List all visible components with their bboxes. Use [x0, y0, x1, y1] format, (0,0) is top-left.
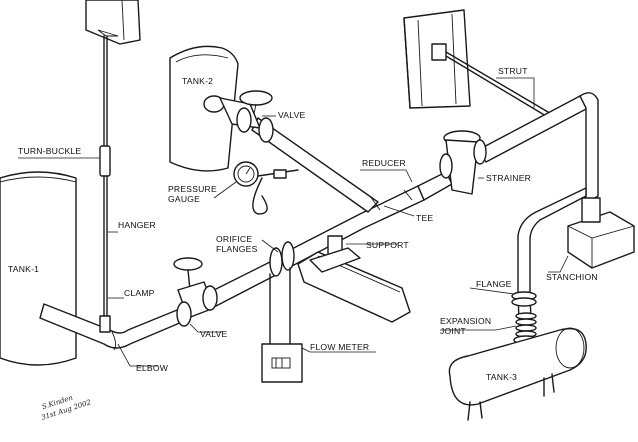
label-expansion-joint-2: JOINT [440, 326, 466, 336]
label-clamp: CLAMP [124, 288, 155, 298]
label-hanger: HANGER [118, 220, 156, 230]
label-flow-meter: FLOW METER [310, 342, 369, 352]
label-turn-buckle: TURN-BUCKLE [18, 146, 81, 156]
label-orifice-flanges-1: ORIFICE [216, 234, 252, 244]
label-tee: TEE [416, 213, 433, 223]
label-tank-3: TANK-3 [486, 372, 517, 382]
label-pressure-gauge-1: PRESSURE [168, 184, 217, 194]
flow-meter [261, 343, 303, 383]
clamp [99, 315, 111, 333]
turn-buckle-body [99, 145, 111, 177]
strainer [439, 130, 487, 195]
support-beam [297, 235, 411, 323]
label-tank-1: TANK-1 [8, 264, 39, 274]
flange [511, 291, 537, 307]
valve-lower [173, 257, 218, 327]
strut-bracket [431, 43, 447, 61]
building-column [403, 9, 471, 109]
valve-upper [203, 90, 274, 143]
label-pressure-gauge-2: GAUGE [168, 194, 200, 204]
tank-3 [448, 327, 587, 421]
label-orifice-flanges-2: FLANGES [216, 244, 258, 254]
label-expansion-joint-1: EXPANSION [440, 316, 491, 326]
signature: S.Kinden 31st Aug 2002 [40, 394, 92, 422]
label-strut: STRUT [498, 66, 528, 76]
label-valve-lower: VALVE [200, 329, 227, 339]
handwheel-upper [239, 90, 273, 106]
label-reducer: REDUCER [362, 158, 406, 168]
label-stanchion: STANCHION [546, 272, 598, 282]
label-flange: FLANGE [476, 279, 512, 289]
label-tank-2: TANK-2 [182, 76, 213, 86]
label-strainer: STRAINER [486, 173, 531, 183]
label-support: SUPPORT [366, 240, 409, 250]
stanchion [567, 197, 635, 269]
label-elbow: ELBOW [136, 363, 169, 373]
leader-lines [18, 77, 569, 367]
pipe-network [39, 92, 599, 351]
hanger-rod [99, 35, 111, 323]
ceiling-beam [85, 0, 141, 45]
handwheel-lower [173, 257, 203, 271]
label-valve-upper: VALVE [278, 110, 305, 120]
orifice-flanges [269, 241, 295, 345]
pressure-gauge [233, 161, 299, 215]
reducer [369, 189, 413, 211]
strut [445, 51, 549, 117]
tank-2 [169, 45, 239, 172]
